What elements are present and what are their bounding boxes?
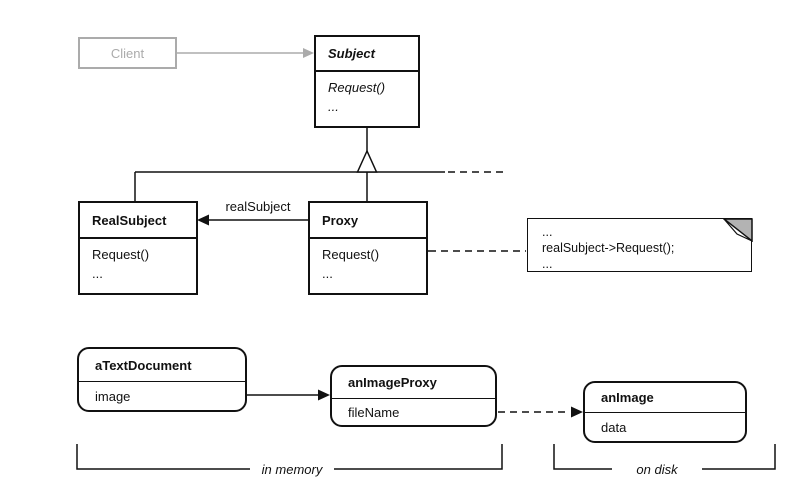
inheritance-lines: [134, 128, 504, 201]
realsubject-arrow: [197, 214, 308, 226]
image-attribute: image: [95, 388, 131, 404]
note-line: realSubject->Request();: [542, 241, 675, 255]
subject-ellipsis: ...: [328, 99, 339, 114]
atextdocument-object-box: aTextDocument image: [77, 347, 247, 412]
filename-attribute: fileName: [348, 405, 400, 420]
atextdocument-object-name: aTextDocument: [79, 349, 245, 382]
in-memory-label: in memory: [261, 462, 323, 477]
subject-method: Request(): [328, 80, 386, 95]
realsubject-class-box: RealSubject Request() ...: [78, 201, 198, 295]
proxy-class-name: Proxy: [310, 203, 426, 239]
client-subject-arrow: [177, 48, 314, 58]
realsubject-class-name: RealSubject: [80, 203, 196, 239]
on-disk-label: on disk: [636, 462, 678, 477]
proxy-class-box: Proxy Request() ...: [308, 201, 428, 295]
inheritance-triangle-icon: [356, 149, 378, 173]
animageproxy-object-box: anImageProxy fileName: [330, 365, 497, 427]
animage-object-name: anImage: [585, 383, 745, 413]
client-class-name: Client: [110, 45, 145, 61]
realsubject-ellipsis: ...: [92, 266, 103, 281]
proxy-ellipsis: ...: [322, 266, 333, 281]
data-attribute: data: [601, 420, 627, 435]
proxy-method: Request(): [322, 247, 380, 262]
animage-object-box: anImage data: [583, 381, 747, 443]
realsubject-reference-label: realSubject: [225, 199, 291, 214]
note-fold-icon: [722, 217, 753, 242]
subject-class-box: Subject Request() ...: [314, 35, 420, 128]
implementation-note: ... realSubject->Request(); ...: [527, 217, 753, 272]
subject-class-name: Subject: [316, 37, 418, 72]
animageproxy-object-name: anImageProxy: [332, 367, 495, 399]
note-line: ...: [542, 225, 553, 239]
note-line: ...: [542, 257, 553, 271]
client-class-box: Client: [78, 37, 177, 69]
realsubject-method: Request(): [92, 247, 150, 262]
